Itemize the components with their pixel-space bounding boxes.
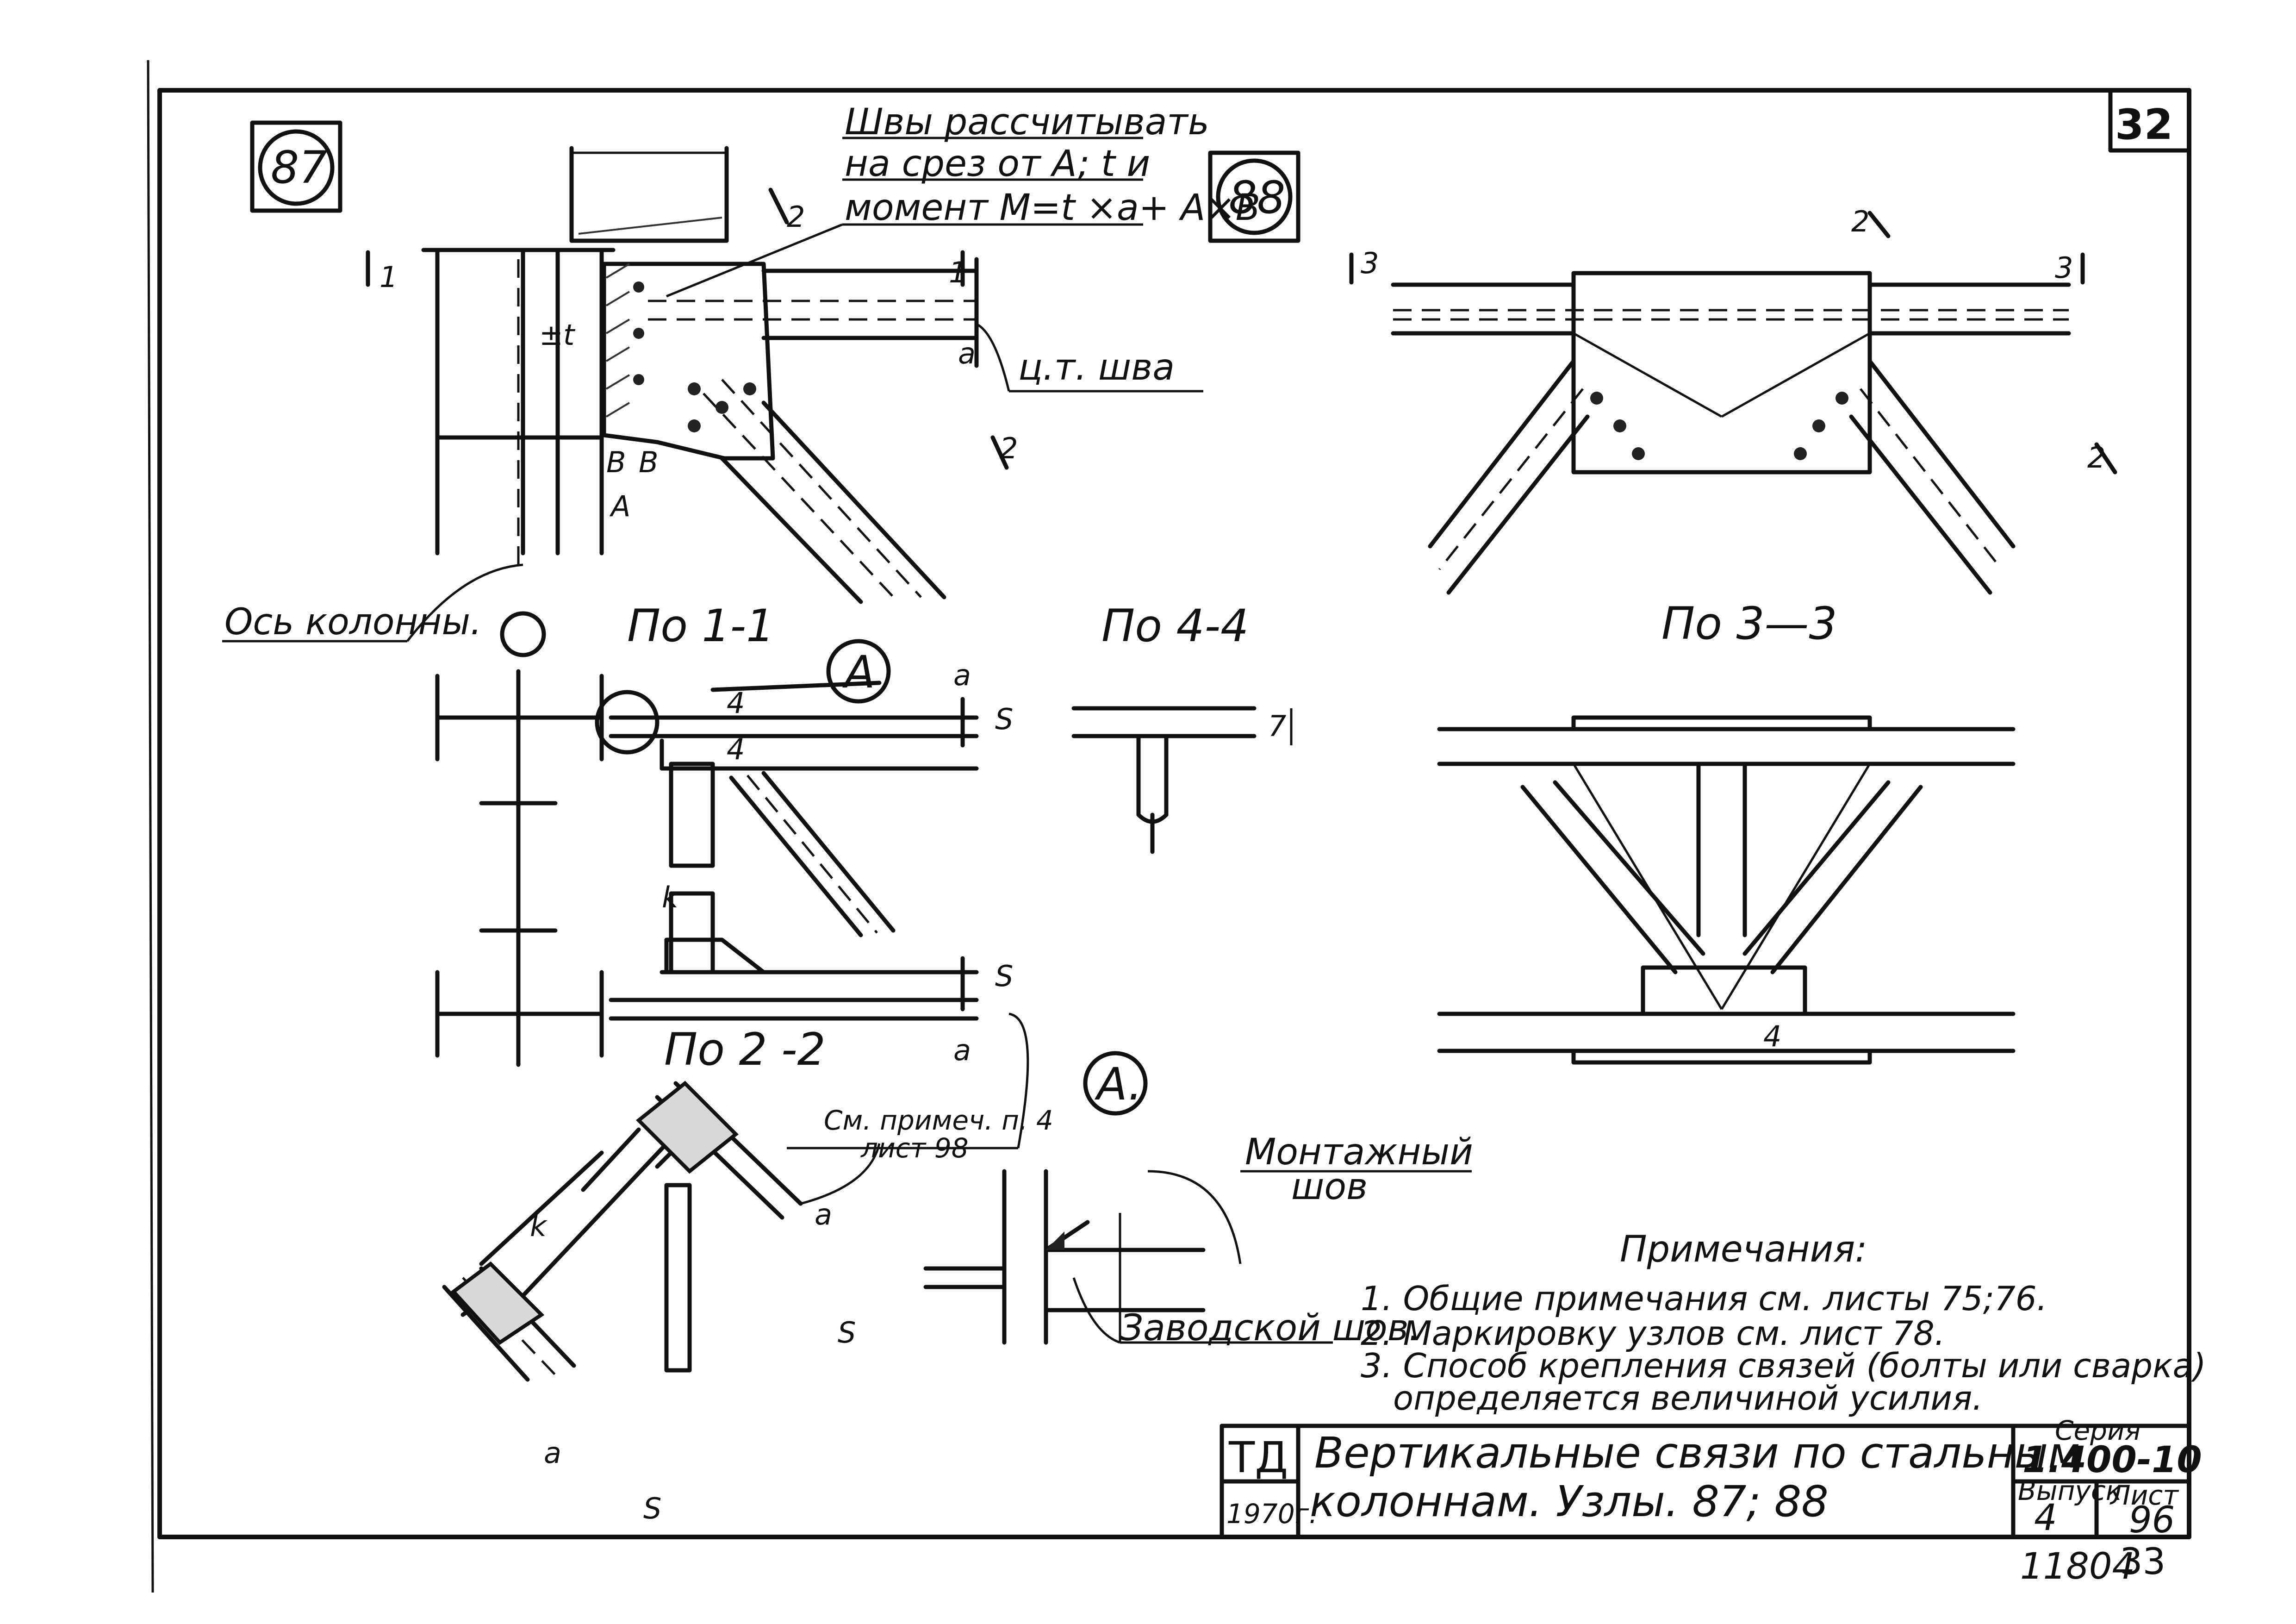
detail-a-callout: A — [842, 646, 875, 698]
section-3-3-drawing — [1437, 715, 2016, 1065]
weld-note-line-1: Швы рассчитывать — [845, 101, 1209, 143]
section-1-1-drawing — [435, 639, 979, 1067]
column-axis-label: Ось колонны. — [224, 601, 482, 643]
note-item-1: 1. Общие примечания см. листы 75;76. — [1361, 1279, 2047, 1318]
node-87-drawing — [222, 120, 1203, 657]
title-block-frame — [1220, 1424, 2191, 1539]
mark-cut-4-top: 4 — [727, 686, 745, 720]
section-1-1-title: По 1-1 — [627, 600, 774, 652]
sheet-corner-number: 32 — [2115, 100, 2173, 149]
mark-cut-2-88-right: 2 — [2087, 441, 2105, 475]
mark-s-3: S — [838, 1316, 856, 1349]
mark-cut-3-right: 3 — [2055, 251, 2073, 285]
section-4-4-drawing — [1071, 706, 1293, 854]
weld-note-line-3: момент M=t ×a+ A×B — [845, 187, 1260, 229]
sheet-label: Лист — [2109, 1480, 2179, 1511]
weld-note-line-2: на срез от A; t и — [845, 143, 1150, 185]
series-label: Серия — [2055, 1415, 2141, 1446]
section-2-2-drawing — [442, 1012, 1029, 1382]
footer-right-number: 33 — [2120, 1541, 2165, 1583]
title-year: 1970г. — [1226, 1498, 1318, 1530]
section-4-4-title: По 4-4 — [1101, 600, 1249, 652]
node-87-label: 87 — [271, 142, 327, 194]
title-line-2: колоннам. Узлы. 87; 88 — [1310, 1477, 1829, 1526]
mark-cut-2-88-top: 2 — [1851, 205, 1869, 238]
see-note-line-1: См. примеч. п. 4 — [824, 1105, 1053, 1136]
series-value: 1.400-10 — [2022, 1439, 2202, 1481]
node-88-label: 88 — [1229, 172, 1285, 224]
mark-cut-3-left: 3 — [1361, 246, 1379, 280]
mark-b-2: B — [639, 445, 659, 479]
mark-cut-2-bottom: 2 — [1000, 431, 1018, 465]
mark-a-2: a — [953, 1033, 971, 1067]
node-88-drawing — [1208, 150, 2117, 595]
mark-a-4: a — [544, 1436, 561, 1470]
detail-a-title: A. — [1094, 1058, 1142, 1110]
sheet-frame — [147, 60, 2191, 1593]
mark-cut-4-33: 4 — [1763, 1019, 1781, 1053]
mark-k-2: k — [530, 1209, 548, 1243]
mark-cut-1-left: 1 — [380, 260, 398, 294]
mark-b-1: B — [606, 445, 626, 479]
weld-center-label: ц.т. шва — [1018, 347, 1175, 388]
mark-a-87: a — [958, 337, 976, 370]
note-item-4: определяется величиной усилия. — [1393, 1379, 1983, 1418]
mark-a-1: a — [953, 658, 971, 692]
mark-cut-4-bottom: 4 — [727, 732, 745, 766]
mark-cut-2-top: 2 — [787, 200, 805, 234]
mark-s-1: S — [995, 702, 1013, 736]
issue-label: Выпуск — [2018, 1475, 2122, 1506]
title-line-1: Вертикальные связи по стальным — [1314, 1428, 2080, 1478]
section-3-3-title: По 3—3 — [1661, 598, 1837, 650]
mount-weld-line-2: шов — [1291, 1166, 1368, 1208]
title-org: ТД — [1228, 1433, 1288, 1482]
detail-a-drawing — [923, 1051, 1472, 1345]
mark-s-4: S — [643, 1492, 661, 1525]
sheet-value: 96 — [2129, 1499, 2175, 1541]
mark-seven: 7 — [1268, 709, 1286, 743]
footer-left-number: 11804 — [2020, 1546, 2135, 1587]
note-item-2: 2. Маркировку узлов см. лист 78. — [1361, 1314, 1945, 1353]
issue-value: 4 — [2034, 1497, 2057, 1539]
mark-k-1: k — [662, 881, 679, 914]
mark-s-2: S — [995, 959, 1013, 993]
factory-weld-label: Заводской шов. — [1120, 1307, 1420, 1349]
note-item-3: 3. Способ крепления связей (болты или св… — [1361, 1346, 2206, 1385]
section-2-2-title: По 2 -2 — [664, 1024, 826, 1075]
mark-A: A — [609, 489, 630, 523]
see-note-line-2: лист 98 — [860, 1132, 969, 1164]
mount-weld-line-1: Монтажный — [1245, 1131, 1473, 1173]
mark-a-3: a — [815, 1198, 832, 1231]
mark-t: ±t — [539, 318, 576, 352]
notes-heading: Примечания: — [1620, 1229, 1867, 1270]
mark-cut-1-right: 1 — [949, 256, 967, 289]
